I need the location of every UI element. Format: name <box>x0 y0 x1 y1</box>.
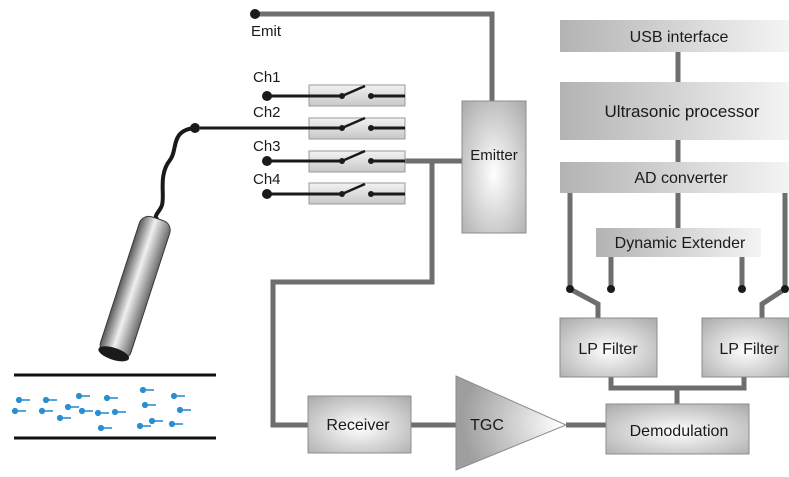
ch3-terminal <box>262 156 272 166</box>
receiver-block[interactable]: Receiver <box>307 395 412 454</box>
ultrasound-probe-icon <box>98 126 196 362</box>
ad-converter-block[interactable]: AD converter <box>560 162 789 193</box>
tgc-amplifier[interactable]: TGC <box>455 375 568 471</box>
emit-wire <box>255 11 495 101</box>
lp-filter-right-block[interactable]: LP Filter <box>701 317 789 378</box>
flow-particle-icon <box>11 386 191 432</box>
lp-left-to-demod-wire <box>608 377 680 404</box>
emitter-label: Emitter <box>470 147 518 164</box>
switch-ch2[interactable] <box>200 116 406 140</box>
ultrasonic-processor-label: Ultrasonic processor <box>605 102 760 121</box>
switch-ch3[interactable] <box>267 149 406 173</box>
ad-converter-label: AD converter <box>634 170 728 187</box>
ch2-label: Ch2 <box>253 104 281 121</box>
lp-filter-left-label: LP Filter <box>578 341 638 358</box>
demodulation-label: Demodulation <box>630 423 729 440</box>
ch4-terminal <box>262 189 272 199</box>
lp-right-to-demod-wire <box>677 377 747 391</box>
terminals <box>190 9 272 199</box>
pipe-flow <box>11 373 216 440</box>
lp-filter-right-label: LP Filter <box>719 341 779 358</box>
ch1-terminal <box>262 91 272 101</box>
usb-interface-block[interactable]: USB interface <box>560 20 789 52</box>
tgc-label: TGC <box>470 417 504 434</box>
demodulation-block[interactable]: Demodulation <box>605 403 750 455</box>
lp-left-switch-wire <box>568 286 601 318</box>
ultrasonic-processor-block[interactable]: Ultrasonic processor <box>560 82 789 140</box>
dynamic-extender-label: Dynamic Extender <box>615 235 746 252</box>
switch-ch1[interactable] <box>267 84 406 107</box>
ch1-label: Ch1 <box>253 69 281 86</box>
lp-filter-left-block[interactable]: LP Filter <box>559 317 658 378</box>
emitter-block[interactable]: Emitter <box>461 100 527 234</box>
dynamic-extender-block[interactable]: Dynamic Extender <box>596 228 761 257</box>
channel-switches <box>200 84 406 205</box>
receiver-label: Receiver <box>326 417 390 434</box>
emit-terminal <box>250 9 260 19</box>
filter-switch-contacts <box>566 285 789 293</box>
lp-right-switch-wire <box>759 286 787 318</box>
emit-label: Emit <box>251 23 282 40</box>
switch-ch4[interactable] <box>267 182 406 205</box>
ch3-label: Ch3 <box>253 138 281 155</box>
wires <box>255 11 788 428</box>
usb-interface-label: USB interface <box>630 29 729 46</box>
receive-path-wire <box>270 161 435 428</box>
probe-terminal <box>190 123 200 133</box>
ch4-label: Ch4 <box>253 171 281 188</box>
